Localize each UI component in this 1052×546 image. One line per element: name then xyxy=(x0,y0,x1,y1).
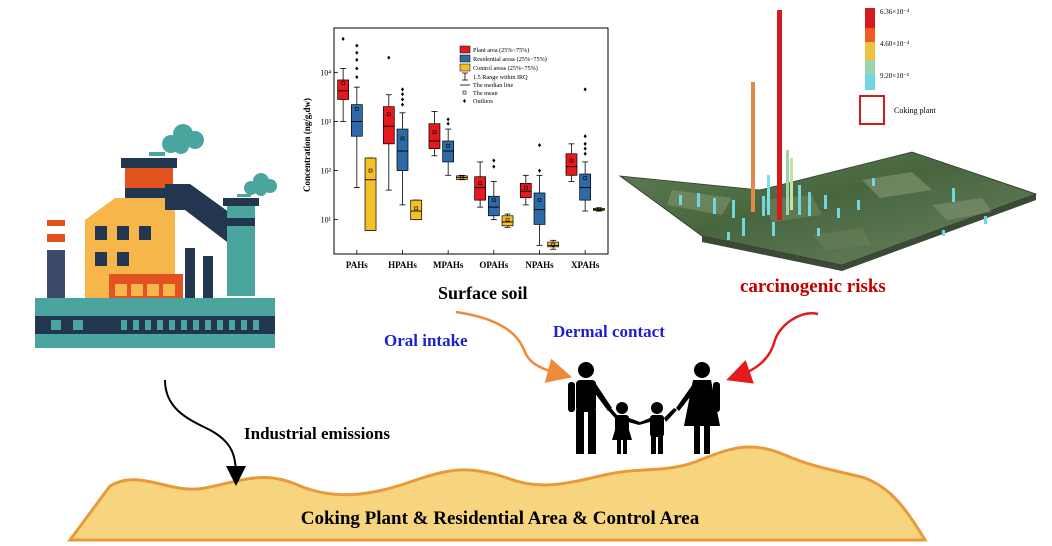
x-tick-label: HPAHs xyxy=(388,260,417,270)
carcinogenic-risks-label: carcinogenic risks xyxy=(740,276,886,297)
box-xpahs-residential-outlier xyxy=(583,134,587,139)
legend-entry-plant: Plant area (25%~75%) xyxy=(473,47,529,54)
oral-intake-label: Oral intake xyxy=(384,331,468,350)
smoke-icon xyxy=(149,124,277,197)
family-icon xyxy=(568,362,720,454)
box-npahs-residential-mean xyxy=(537,198,542,202)
box-xpahs-residential-mean xyxy=(583,176,587,180)
chimney-small-2 xyxy=(203,256,213,308)
surface-soil-label: Surface soil xyxy=(438,283,528,303)
box-npahs-control-mean xyxy=(551,242,555,247)
plot-frame xyxy=(333,27,609,255)
box-pahs-residential xyxy=(350,104,363,137)
colorbar-tick-3: 9.20×10⁻⁵ xyxy=(880,72,910,80)
soil-exposure-arrow xyxy=(455,310,573,383)
map-plane-edge xyxy=(702,194,1036,271)
box-hpahs-plant xyxy=(382,106,395,145)
colorbar-tick-2: 4.60×10⁻⁴ xyxy=(880,40,910,48)
x-tick-label: OPAHs xyxy=(479,260,508,270)
box-xpahs-residential-outlier xyxy=(583,141,587,146)
y-tick-label: 10¹ xyxy=(321,216,332,225)
box-hpahs-residential-outlier xyxy=(400,102,405,107)
legend-entry-mean: The mean xyxy=(473,90,498,97)
box-opahs-residential-mean xyxy=(492,198,496,202)
risk-colorbar xyxy=(865,8,875,90)
legend-entry-control: Control areas (25%~75%) xyxy=(473,65,538,72)
area-banner-label: Coking Plant & Residential Area & Contro… xyxy=(300,508,700,529)
y-axis-label: Concentration (ng/g,dw) xyxy=(302,98,312,192)
legend-entry-residential: Residential areas (25%~75%) xyxy=(473,56,547,63)
box-opahs-control-mean xyxy=(505,217,510,222)
y-tick-label: 10⁴ xyxy=(320,68,331,77)
industrial-emission-arrow xyxy=(164,379,246,486)
risk-columns xyxy=(679,10,987,240)
legend-entry-outliers: Outliers xyxy=(473,98,494,105)
box-xpahs-plant xyxy=(565,153,578,176)
main-building xyxy=(85,198,175,298)
box-xpahs-residential-outlier xyxy=(583,146,587,151)
box-mpahs-control-mean xyxy=(460,175,464,180)
box-npahs-control xyxy=(547,241,560,248)
box-xpahs-residential-outlier xyxy=(583,87,587,92)
legend-mean-icon xyxy=(462,90,467,95)
box-hpahs-residential-outlier xyxy=(400,87,405,92)
colorbar-tick-1: 6.36×10⁻⁴ xyxy=(880,8,910,16)
coking-plant-legend-label: Coking plant xyxy=(894,106,936,115)
box-hpahs-control-mean xyxy=(414,206,418,211)
box-hpahs-residential xyxy=(396,128,409,171)
industrial-emissions-label: Industrial emissions xyxy=(244,424,390,443)
boxplot-legend: Plant area (25%~75%) Residential areas (… xyxy=(459,45,547,105)
boxplot-chart: Concentration (ng/g,dw) 10¹ 10² 10³ 10⁴ PAH… xyxy=(302,27,609,270)
chimney-small-1 xyxy=(185,248,195,308)
box-opahs-plant-mean xyxy=(478,181,482,186)
risk-map-3d: 6.36×10⁻⁴ 4.60×10⁻⁴ 9.20×10⁻⁵ Coking pla… xyxy=(618,8,1038,271)
factory-illustration xyxy=(35,124,277,348)
box-npahs-residential xyxy=(533,192,546,225)
x-tick-label: NPAHs xyxy=(525,260,554,270)
factory-base xyxy=(35,298,275,348)
box-opahs-plant xyxy=(474,176,486,201)
box-xpahs-residential xyxy=(579,173,592,201)
box-npahs-plant-mean xyxy=(524,185,528,190)
box-xpahs-residential-outlier xyxy=(583,151,587,156)
box-opahs-residential xyxy=(487,195,500,217)
box-pahs-control xyxy=(364,157,377,231)
coking-plant-legend-box xyxy=(859,95,885,125)
box-xpahs-control-mean xyxy=(597,207,601,212)
legend-swatch-plant xyxy=(459,45,471,54)
x-tick-label: PAHs xyxy=(346,260,368,270)
box-hpahs-plant-mean xyxy=(387,112,391,117)
legend-swatch-residential xyxy=(459,54,471,63)
box-npahs-plant xyxy=(519,182,532,199)
box-pahs-plant-mean xyxy=(341,81,345,86)
chimney-right xyxy=(223,198,259,296)
legend-outlier-icon xyxy=(463,99,466,103)
risk-arrow xyxy=(726,312,819,384)
box-opahs-control xyxy=(501,215,514,227)
legend-swatch-control xyxy=(459,63,471,72)
y-tick-label: 10² xyxy=(321,167,332,176)
legend-entry-range: 1.5 Range within IRQ xyxy=(473,74,528,81)
x-tick-label: MPAHs xyxy=(433,260,464,270)
legend-entry-median: The median line xyxy=(473,82,513,89)
box-pahs-plant xyxy=(337,79,349,100)
box-hpahs-residential-mean xyxy=(400,136,405,141)
box-hpahs-residential-outlier xyxy=(400,97,405,102)
box-mpahs-plant xyxy=(428,123,441,149)
dermal-contact-label: Dermal contact xyxy=(553,322,665,341)
box-pahs-residential-mean xyxy=(355,107,359,111)
box-npahs-residential-outlier xyxy=(537,143,542,148)
legend-whisker-icon xyxy=(462,72,468,81)
box-mpahs-plant-mean xyxy=(432,130,437,135)
box-npahs-residential-outlier xyxy=(537,168,542,173)
chimney-left xyxy=(47,220,65,298)
box-hpahs-residential-outlier xyxy=(400,92,405,97)
box-mpahs-residential-mean xyxy=(446,143,450,148)
x-tick-label: XPAHs xyxy=(571,260,600,270)
box-pahs-control-mean xyxy=(368,168,373,173)
y-tick-label: 10³ xyxy=(321,117,332,126)
box-xpahs-plant-mean xyxy=(569,158,574,163)
